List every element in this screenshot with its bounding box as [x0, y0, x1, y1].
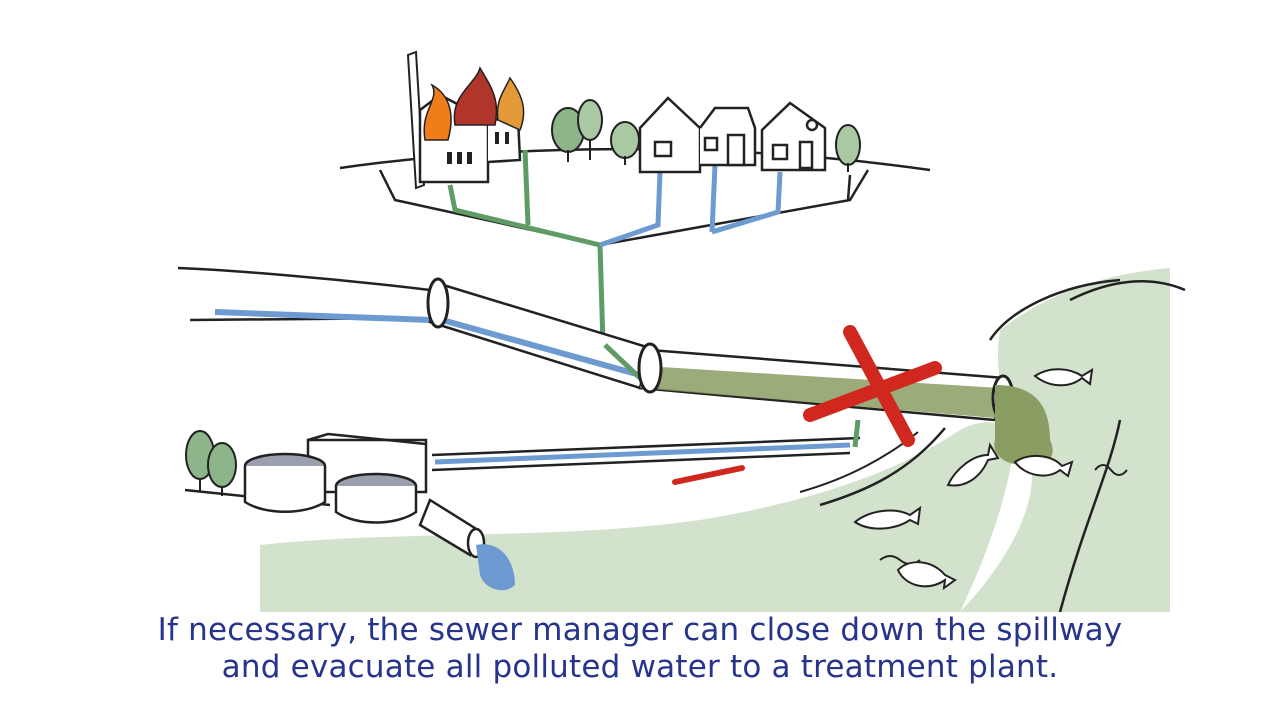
- sewer-network: [378, 149, 870, 346]
- caption-line-1: If necessary, the sewer manager can clos…: [157, 612, 1123, 648]
- fish-icon: [853, 368, 1094, 591]
- closed-x-icon: [803, 325, 942, 447]
- burning-house-icon: [406, 50, 525, 190]
- river-area: [260, 268, 1186, 612]
- subtitle-caption: If necessary, the sewer manager can clos…: [0, 612, 1280, 686]
- treatment-pipe: [431, 419, 861, 485]
- sewer-diagram: [177, 50, 1186, 612]
- polluted-outflow: [994, 385, 1053, 465]
- tree-icon: [185, 99, 861, 496]
- caption-line-2: and evacuate all polluted water to a tre…: [221, 649, 1059, 685]
- sewer-pipe-upstream: [214, 277, 652, 390]
- treated-outflow: [476, 544, 515, 591]
- house-icon: [638, 96, 827, 174]
- treatment-plant-icon: [243, 432, 486, 559]
